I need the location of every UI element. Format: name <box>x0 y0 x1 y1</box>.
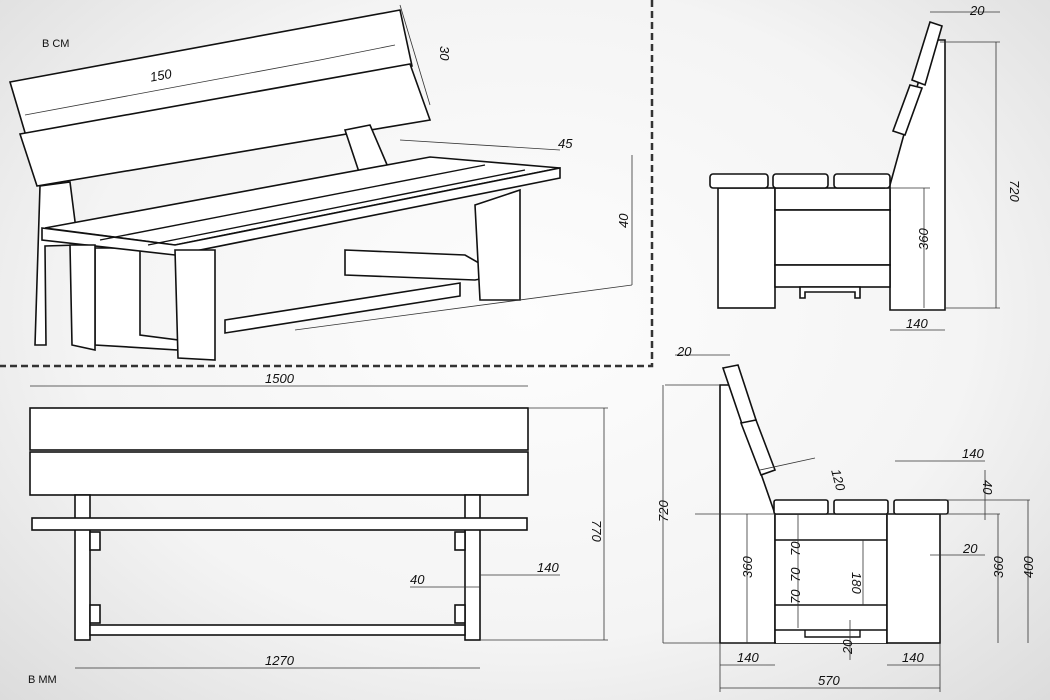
side-view-bottom: 20 720 120 140 40 70 70 70 180 360 360 4… <box>656 344 1036 692</box>
front-view: 1500 770 140 40 1270 В ММ <box>28 371 608 686</box>
dim-leg-width: 40 <box>410 572 425 587</box>
right-post <box>464 494 481 641</box>
dim-inner-length: 1270 <box>265 653 295 668</box>
iso-view: В СМ 150 30 45 40 <box>8 4 633 361</box>
iso-unit-label: В СМ <box>42 38 69 50</box>
dim-leg-right-width: 140 <box>902 650 924 665</box>
left-rail <box>94 247 179 351</box>
backrest-board-top <box>8 9 413 137</box>
dim-seat-height: 400 <box>1021 556 1036 578</box>
dim-depth: 45 <box>558 136 573 151</box>
dim-back-board: 120 <box>828 467 848 493</box>
dim-slat-thickness: 40 <box>980 480 995 495</box>
dim-leg-offset: 140 <box>537 560 559 575</box>
stretcher <box>89 624 466 636</box>
dim-leg-height-right: 360 <box>991 556 1006 578</box>
dim-rail-top: 70 <box>788 541 803 556</box>
dim-back-thickness: 20 <box>969 3 985 18</box>
front-unit-label: В ММ <box>28 674 57 686</box>
dim-back-thickness: 20 <box>676 344 692 359</box>
dim-total-height: 720 <box>1007 180 1022 202</box>
bottom-stretcher <box>224 282 461 334</box>
seat-board <box>31 517 528 531</box>
front-leg <box>886 513 941 644</box>
body <box>774 513 888 644</box>
dim-leg-left-width: 140 <box>737 650 759 665</box>
dim-rail-span: 180 <box>849 572 864 594</box>
right-front-leg <box>474 188 521 301</box>
left-back-leg <box>34 181 79 346</box>
dim-height: 770 <box>589 520 604 542</box>
back-board-1 <box>911 20 943 87</box>
back-board-2 <box>891 84 924 137</box>
dim-bottom-gap: 20 <box>840 639 855 655</box>
dim-height: 40 <box>616 213 631 228</box>
backrest-board-top <box>29 407 529 451</box>
dim-leg-thickness: 20 <box>962 541 978 556</box>
front-leg <box>717 187 776 309</box>
side-view-top: 20 720 360 140 <box>709 3 1022 331</box>
right-rail <box>344 249 503 281</box>
dim-length: 150 <box>149 66 174 85</box>
dim-back-height: 30 <box>437 46 452 61</box>
dim-rail-low: 70 <box>788 589 803 604</box>
dim-rail-mid: 70 <box>788 567 803 582</box>
back-board-2 <box>739 419 777 477</box>
dim-total-height: 720 <box>656 500 671 522</box>
view-separator <box>0 0 654 368</box>
backrest-board-bottom <box>18 63 432 187</box>
seat-front-edge <box>41 167 561 256</box>
backrest-board-bottom <box>29 451 529 496</box>
front-left-leg-side <box>69 244 96 351</box>
dim-leg-width: 140 <box>906 316 928 331</box>
front-left-leg <box>174 249 216 361</box>
dim-slat-width: 140 <box>962 446 984 461</box>
dim-leg-height-left: 360 <box>740 556 755 578</box>
dim-length: 1500 <box>265 371 295 386</box>
dim-seat-height: 360 <box>916 228 931 250</box>
dim-total-depth: 570 <box>818 673 840 688</box>
left-post <box>74 494 91 641</box>
